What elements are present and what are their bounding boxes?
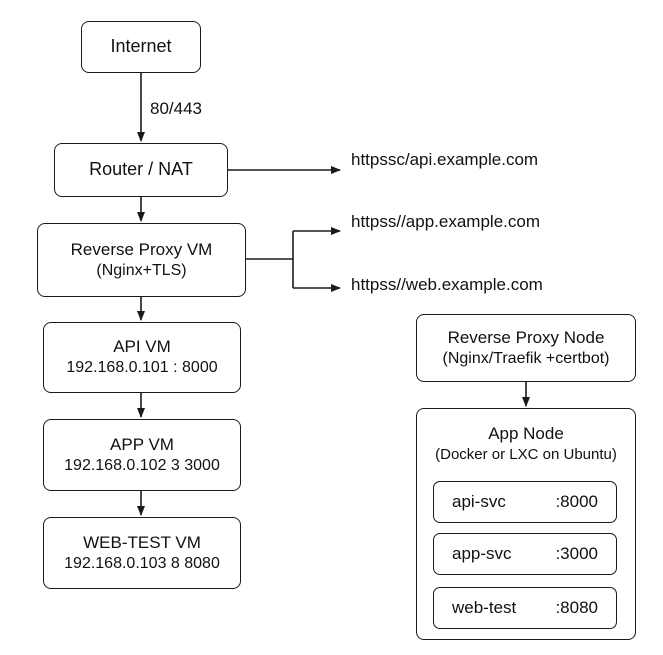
proxy-vm-subtitle: (Nginx+TLS) (96, 261, 187, 279)
reverse-proxy-node: Reverse Proxy Node (Nginx/Traefik +certb… (416, 314, 636, 382)
api-vm-address: 192.168.0.101 : 8000 (66, 359, 218, 377)
router-label: Router / NAT (89, 159, 193, 180)
service-app-svc: app-svc :3000 (433, 533, 617, 575)
internet-label: Internet (110, 36, 172, 57)
service-port: :3000 (555, 544, 598, 563)
api-url-label: httpssc/api.example.com (351, 150, 539, 169)
service-port: :8080 (555, 598, 598, 617)
app-node-container: App Node (Docker or LXC on Ubuntu) api-s… (416, 408, 636, 640)
service-web-test: web-test :8080 (433, 587, 617, 629)
router-nat-node: Router / NAT (54, 143, 228, 197)
webtest-vm-title: WEB-TEST VM (83, 532, 201, 552)
app-node-title: App Node (488, 424, 564, 443)
app-vm-address: 192.168.0.102 3 3000 (64, 456, 220, 474)
proxy-node-subtitle: (Nginx/Traefik +certbot) (442, 349, 610, 367)
internet-node: Internet (81, 21, 201, 73)
service-api-svc: api-svc :8000 (433, 481, 617, 523)
service-name: api-svc (452, 492, 506, 511)
internet-router-port-label: 80/443 (150, 99, 202, 118)
webtest-vm-address: 192.168.0.103 8 8080 (64, 554, 220, 572)
service-port: :8000 (555, 492, 598, 511)
app-url-label: httpss//app.example.com (351, 212, 540, 231)
proxy-vm-title: Reverse Proxy VM (70, 239, 213, 259)
service-name: web-test (452, 598, 517, 617)
proxy-node-title: Reverse Proxy Node (447, 327, 605, 347)
reverse-proxy-vm-node: Reverse Proxy VM (Nginx+TLS) (37, 223, 246, 297)
api-vm-node: API VM 192.168.0.101 : 8000 (43, 322, 241, 393)
app-vm-title: APP VM (110, 434, 174, 454)
app-node-header: App Node (Docker or LXC on Ubuntu) (417, 423, 635, 465)
app-vm-node: APP VM 192.168.0.102 3 3000 (43, 419, 241, 491)
service-name: app-svc (452, 544, 512, 563)
web-url-label: httpss//web.example.com (351, 275, 543, 294)
webtest-vm-node: WEB-TEST VM 192.168.0.103 8 8080 (43, 517, 241, 589)
api-vm-title: API VM (113, 337, 171, 357)
app-node-subtitle: (Docker or LXC on Ubuntu) (435, 446, 617, 464)
